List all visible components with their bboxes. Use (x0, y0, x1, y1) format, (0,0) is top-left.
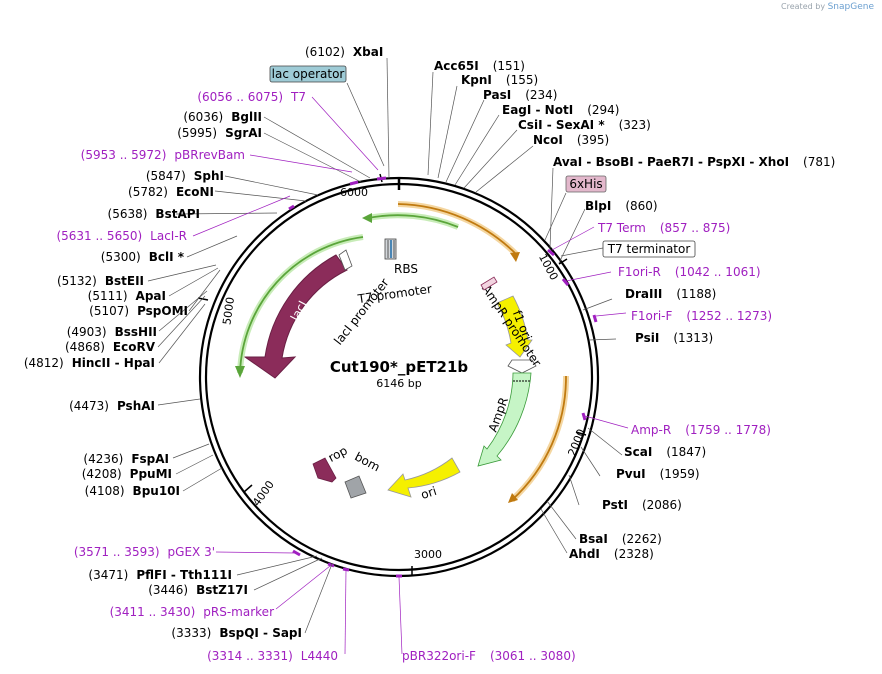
tick-label-4000: 4000 (250, 478, 277, 508)
enzyme-PvuI[interactable]: PvuI(1959) (616, 467, 700, 481)
enzyme-BsaI[interactable]: BsaI(2262) (579, 532, 662, 546)
enzyme-EcoNI[interactable]: (5782)EcoNI (128, 185, 214, 199)
feature-f1-ori-arrow[interactable] (496, 295, 533, 358)
primer-LacI-R[interactable]: (5631 .. 5650)LacI-R (56, 229, 187, 243)
enzyme-XbaI[interactable]: (6102)XbaI (305, 45, 383, 59)
small-orf-marker (480, 276, 498, 291)
AmpR-promoter-marker (507, 359, 537, 374)
snapgene-credit: Created by SnapGene (781, 2, 874, 12)
enzyme-CsiI-SexAI[interactable]: CsiI - SexAI *(323) (518, 118, 651, 132)
feature-rop-label: rop (326, 443, 350, 465)
lac-operator-tag[interactable]: lac operator (269, 65, 347, 83)
primer-leader-lines (192, 96, 629, 655)
enzyme-Bpu10I[interactable]: (4108)Bpu10I (85, 484, 180, 498)
plasmid-size: 6146 bp (376, 377, 421, 390)
feature-lacI-arrow[interactable] (243, 254, 348, 379)
lacI-cds-arc (239, 236, 364, 374)
tick-label-3000: 3000 (414, 548, 442, 561)
enzyme-NcoI[interactable]: NcoI(395) (533, 133, 609, 147)
enzyme-BlpI[interactable]: BlpI(860) (585, 199, 658, 213)
enzyme-BstEII[interactable]: (5132)BstEII (57, 274, 144, 288)
primer-pBRrevBam[interactable]: (5953 .. 5972)pBRrevBam (81, 148, 245, 162)
primer-pRS-marker[interactable]: (3411 .. 3430)pRS-marker (110, 605, 274, 619)
tick-label-6000: 6000 (340, 186, 368, 199)
primer-T7[interactable]: (6056 .. 6075)T7 (197, 90, 306, 104)
feature-AmpR-promoter-label: AmpR promoter (479, 282, 544, 369)
enzyme-BssHII[interactable]: (4903)BssHII (67, 325, 157, 339)
primer-F1ori-R[interactable]: F1ori-R(1042 .. 1061) (618, 265, 761, 279)
enzyme-BclI[interactable]: (5300)BclI * (101, 250, 185, 264)
top-orf-arc (367, 214, 459, 228)
enzyme-leader-lines (147, 57, 623, 634)
svg-text:lac operator: lac operator (272, 67, 345, 81)
feature-bom-box[interactable] (344, 475, 367, 499)
enzyme-PsiI[interactable]: PsiI(1313) (635, 331, 713, 345)
enzyme-ScaI[interactable]: ScaI(1847) (624, 445, 706, 459)
enzyme-PstI[interactable]: PstI(2086) (602, 498, 682, 512)
lacI-promoter-marker (338, 249, 353, 271)
enzyme-KpnI[interactable]: KpnI(155) (461, 73, 538, 87)
enzyme-BstZ17I[interactable]: (3446)BstZ17I (148, 583, 248, 597)
enzyme-EagI-NotI[interactable]: EagI - NotI(294) (502, 103, 619, 117)
svg-text:T7 terminator: T7 terminator (607, 242, 691, 256)
feature-ori-arrow[interactable] (387, 457, 461, 498)
T7-terminator-tag[interactable]: T7 terminator (602, 240, 696, 258)
feature-AmpR-arrow[interactable] (477, 372, 532, 467)
primer-pBR322ori-F[interactable]: pBR322ori-F(3061 .. 3080) (402, 649, 576, 663)
feature-ori-label: ori (419, 484, 438, 502)
enzyme-SgrAI[interactable]: (5995)SgrAI (177, 126, 262, 140)
enzyme-AhdI[interactable]: AhdI(2328) (569, 547, 654, 561)
enzyme-BstAPI[interactable]: (5638)BstAPI (108, 207, 200, 221)
plasmid-name: Cut190*_pET21b (330, 358, 469, 376)
enzyme-PasI[interactable]: PasI(234) (483, 88, 557, 102)
orf-arc-right (511, 375, 567, 501)
enzyme-EcoRV[interactable]: (4868)EcoRV (65, 340, 156, 354)
tick-label-2000: 2000 (565, 427, 588, 458)
feature-RBS-label: RBS (394, 262, 418, 276)
enzyme-PflFI-Tth111I[interactable]: (3471)PflFI - Tth111I (88, 568, 232, 582)
enzyme-XhoI-group[interactable]: AvaI - BsoBI - PaeR7I - PspXI - XhoI(781… (553, 155, 835, 169)
primer-marks (288, 176, 598, 578)
feature-lacI-promoter-label: lacI promoter (331, 276, 392, 348)
enzyme-DraIII[interactable]: DraIII(1188) (625, 287, 716, 301)
enzyme-PspOMI[interactable]: (5107)PspOMI (89, 304, 188, 318)
6xHis-tag[interactable]: 6xHis (565, 175, 607, 193)
tick-label-5000: 5000 (220, 296, 237, 326)
enzyme-SphI[interactable]: (5847)SphI (146, 169, 224, 183)
orf-arc-top (397, 203, 518, 256)
enzyme-Acc65I[interactable]: Acc65I(151) (434, 59, 525, 73)
enzyme-BspQI-SapI[interactable]: (3333)BspQI - SapI (171, 626, 302, 640)
primer-L4440[interactable]: (3314 .. 3331)L4440 (207, 649, 338, 663)
enzyme-BglII[interactable]: (6036)BglII (183, 110, 262, 124)
feature-rop-arrow[interactable] (312, 457, 337, 483)
primer-Amp-R[interactable]: Amp-R(1759 .. 1778) (631, 423, 771, 437)
primer-labels: (6056 .. 6075)T7 (5953 .. 5972)pBRrevBam… (56, 90, 772, 663)
feature-bom-label: bom (352, 449, 382, 474)
primer-T7-Term[interactable]: T7 Term(857 .. 875) (597, 221, 730, 235)
enzyme-labels: (6102)XbaI Acc65I(151) KpnI(155) PasI(23… (305, 45, 835, 561)
enzyme-HincII-HpaI[interactable]: (4812)HincII - HpaI (24, 356, 155, 370)
svg-text:6xHis: 6xHis (569, 177, 602, 191)
primer-F1ori-F[interactable]: F1ori-F(1252 .. 1273) (631, 309, 772, 323)
enzyme-ApaI[interactable]: (5111)ApaI (88, 289, 166, 303)
enzyme-labels-left: (6036)BglII (5995)SgrAI (5847)SphI (5782… (24, 110, 302, 640)
primer-pGEX-3[interactable]: (3571 .. 3593)pGEX 3' (74, 545, 215, 559)
enzyme-FspAI[interactable]: (4236)FspAI (83, 452, 169, 466)
enzyme-PpuMI[interactable]: (4208)PpuMI (82, 467, 172, 481)
enzyme-PshAI[interactable]: (4473)PshAI (69, 399, 155, 413)
